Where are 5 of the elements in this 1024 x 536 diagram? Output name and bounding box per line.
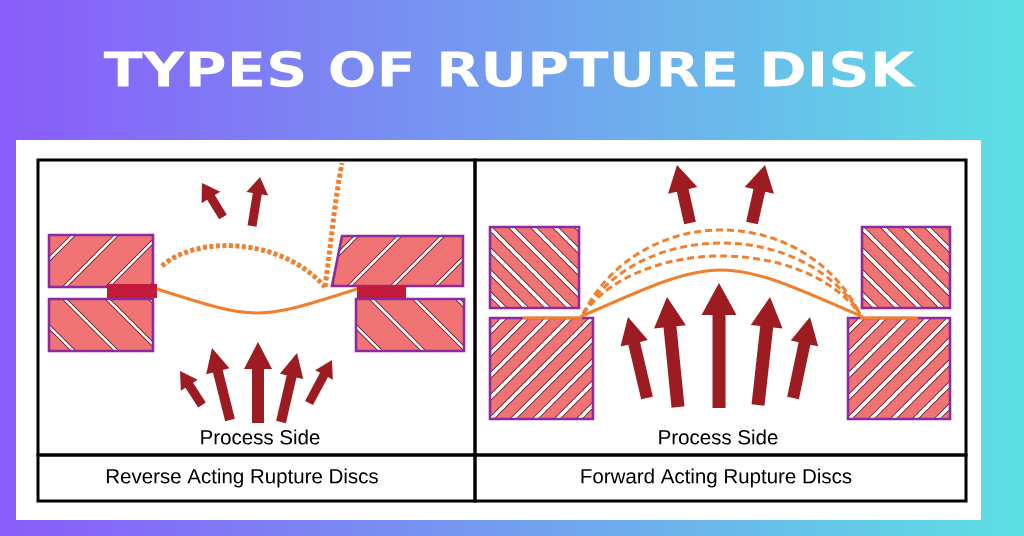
caption-cell: Forward Acting Rupture Discs — [473, 453, 968, 503]
diagram-panel: Process Side — [473, 158, 968, 457]
caption-cell: Reverse Acting Rupture Discs — [36, 453, 477, 503]
diagram-panel: Process Side — [36, 158, 477, 457]
title: TYPES OF RUPTURE DISK — [103, 50, 917, 88]
